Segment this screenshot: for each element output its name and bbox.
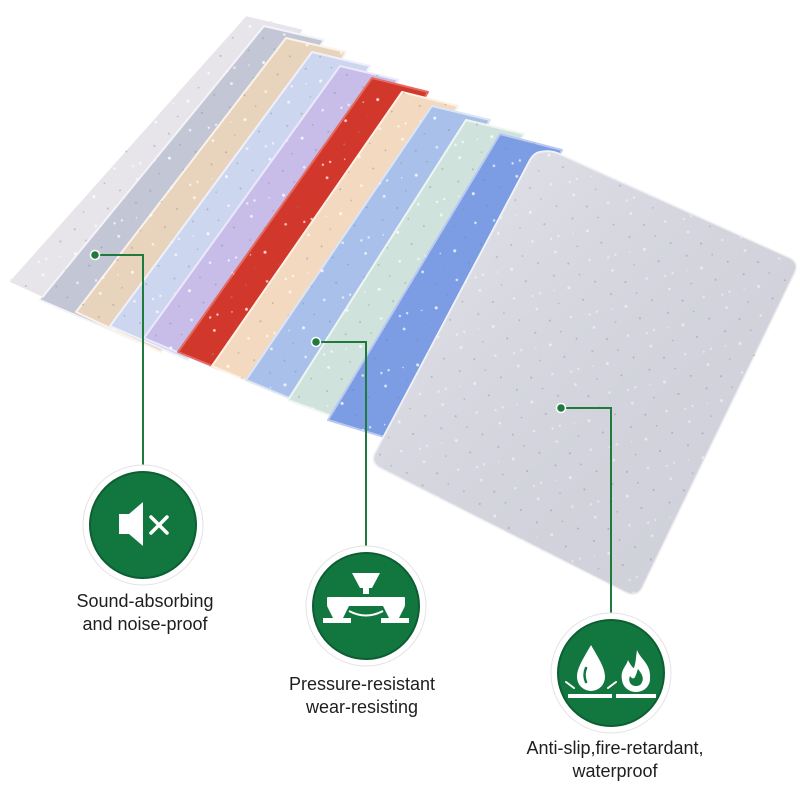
callout-dot-fire xyxy=(555,402,567,414)
fire-water-feature-line1: Anti-slip,fire-retardant, xyxy=(526,738,704,758)
callout-line-pressure xyxy=(316,341,367,550)
pressure-press-icon xyxy=(323,573,409,623)
fire-water-feature-label: Anti-slip,fire-retardant, waterproof xyxy=(500,737,730,783)
pressure-feature-line1: Pressure-resistant xyxy=(288,674,436,694)
pressure-feature-line2: wear-resisting xyxy=(305,697,419,717)
pressure-feature-label: Pressure-resistant wear-resisting xyxy=(262,673,462,719)
callout-dot-sound xyxy=(89,249,101,261)
callout-lines xyxy=(95,254,612,613)
callout-dots xyxy=(89,249,567,414)
callout-dot-pressure xyxy=(310,336,322,348)
sound-feature-label: Sound-absorbing and noise-proof xyxy=(40,590,250,636)
pressure-badge xyxy=(305,545,427,667)
floor-sample-front xyxy=(372,150,798,596)
fire-water-feature-line2: waterproof xyxy=(572,761,658,781)
callout-line-fire xyxy=(561,407,612,613)
floor-sample-stack xyxy=(7,14,798,596)
sound-feature-line1: Sound-absorbing xyxy=(76,591,214,611)
sound-badge xyxy=(82,464,204,586)
speaker-mute-icon xyxy=(119,502,169,546)
callout-line-sound xyxy=(95,254,144,468)
water-fire-icon xyxy=(565,645,656,698)
fire-water-badge xyxy=(550,612,672,734)
sound-feature-line2: and noise-proof xyxy=(82,614,208,634)
